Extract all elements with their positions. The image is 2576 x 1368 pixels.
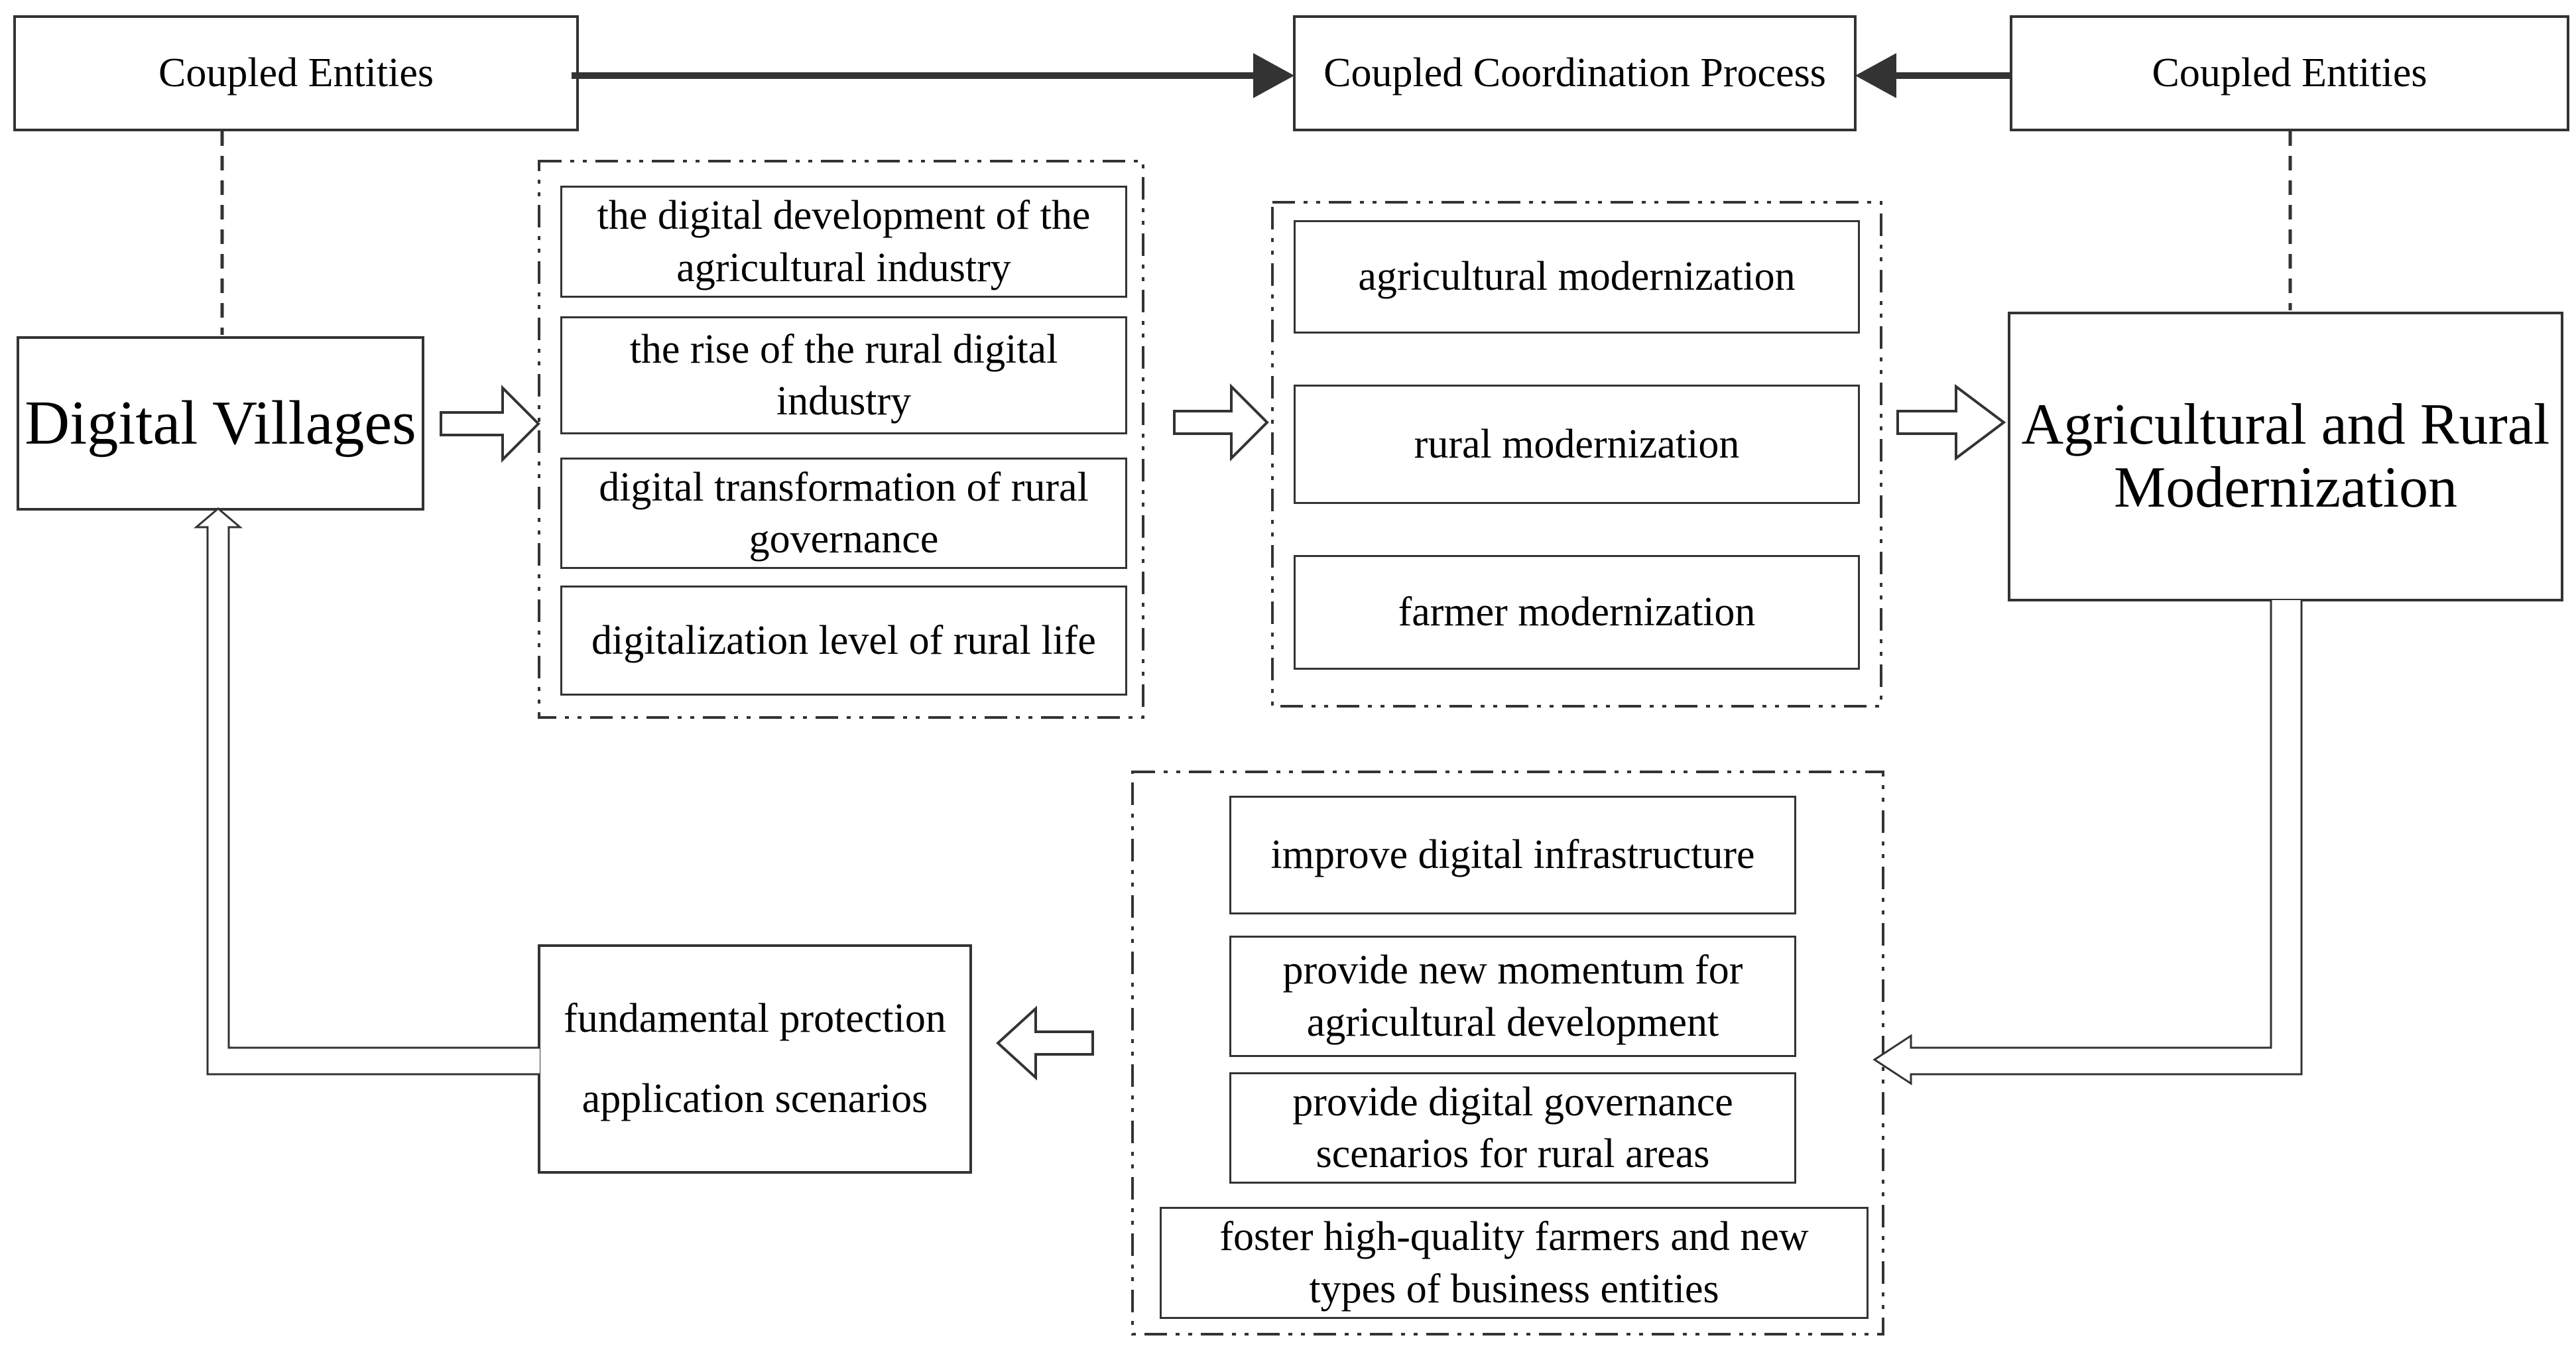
indicator-item: digital transformation of rural governan… [560,458,1127,569]
support-item: improve digital infrastructure [1229,796,1796,914]
block-arrow-support-to-protection [996,1005,1094,1081]
indicator-item: the rise of the rural digital industry [560,316,1127,434]
coupling-arrowhead-left [1253,53,1294,98]
support-item: provide digital governance scenarios for… [1229,1072,1796,1184]
block-arrow-villages-to-indicators [440,385,540,463]
coupling-arrowhead-right [1855,53,1896,98]
indicator-item: digitalization level of rural life [560,586,1127,696]
modernization-item: rural modernization [1294,385,1860,504]
coupled-entities-left-box: Coupled Entities [13,15,579,131]
agricultural-rural-modernization-box: Agricultural and Rural Modernization [2008,312,2563,601]
modernization-item: agricultural modernization [1294,220,1860,334]
digital-villages-box: Digital Villages [17,336,424,511]
feedback-path-right [1872,600,2303,1086]
fundamental-protection-box: fundamental protection application scena… [538,944,972,1174]
block-arrow-indicators-to-modernization [1173,383,1269,462]
support-item: provide new momentum for agricultural de… [1229,936,1796,1057]
block-arrow-modernization-to-arm [1896,384,2006,461]
coupled-entities-right-box: Coupled Entities [2010,15,2569,131]
support-item: foster high-quality farmers and new type… [1160,1207,1869,1319]
feedback-path-left [193,507,540,1076]
modernization-item: farmer modernization [1294,555,1860,670]
coupled-coordination-process-box: Coupled Coordination Process [1293,15,1857,131]
indicator-item: the digital development of the agricultu… [560,186,1127,298]
